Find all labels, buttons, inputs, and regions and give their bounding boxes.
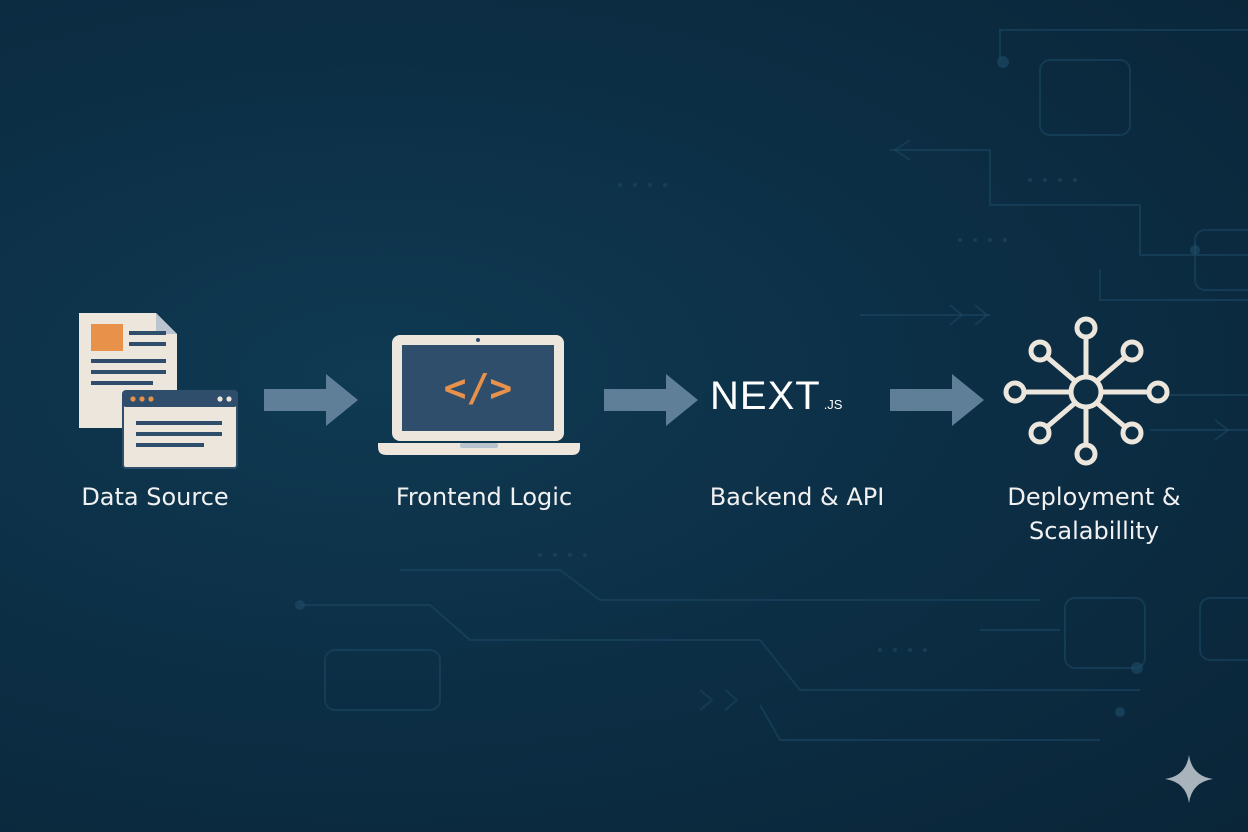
step-label-data-source: Data Source bbox=[81, 483, 229, 511]
sparkle-icon bbox=[1165, 755, 1213, 803]
step-label-backend-api: Backend & API bbox=[709, 483, 885, 511]
arrow-right-icon bbox=[604, 374, 698, 426]
nextjs-logo-main: NEXT bbox=[710, 374, 821, 418]
arrow-right-icon bbox=[890, 374, 984, 426]
step-label-frontend-logic: Frontend Logic bbox=[395, 483, 573, 511]
arrow-right-icon bbox=[264, 374, 358, 426]
nextjs-logo: NEXT.JS bbox=[710, 374, 842, 419]
code-glyph: </> bbox=[444, 366, 513, 410]
document-icon bbox=[79, 313, 238, 469]
nextjs-logo-sub: .JS bbox=[823, 397, 843, 412]
laptop-code-icon: </> bbox=[378, 335, 580, 455]
network-hub-icon bbox=[1003, 316, 1170, 466]
step-label-deployment: Deployment & Scalabillity bbox=[1007, 483, 1181, 545]
